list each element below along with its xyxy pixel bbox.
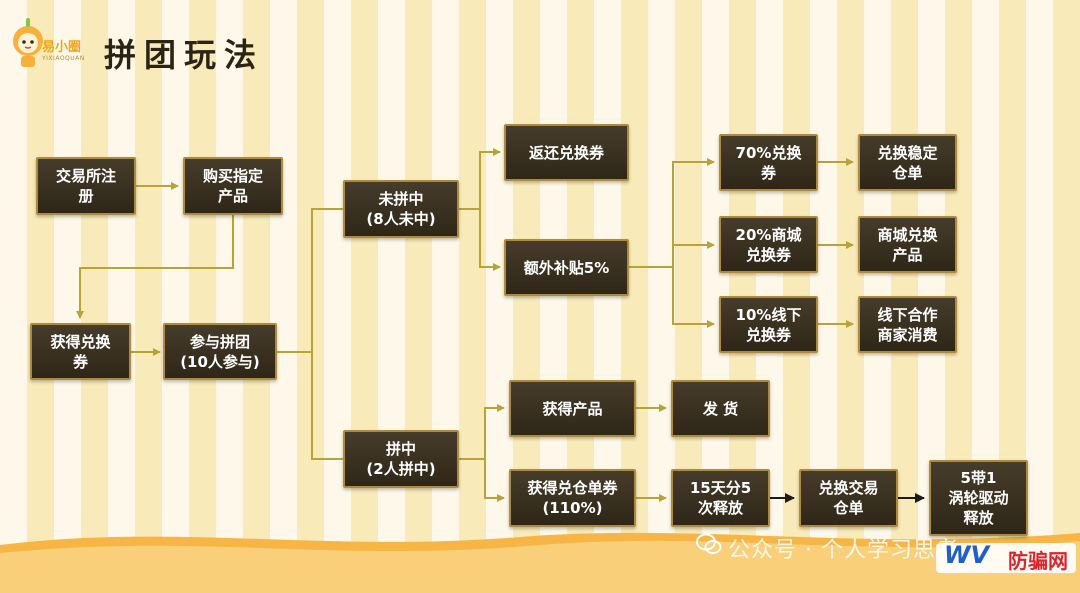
edge-lose-subsidy (479, 209, 501, 271)
node-release: 15天分5 次释放 (671, 469, 770, 527)
wechat-icon (696, 533, 722, 554)
bottom-wave (0, 532, 1080, 593)
node-exchange-warehouse: 兑换交易 仓单 (799, 469, 898, 527)
node-turbo-release: 5带1 涡轮驱动 释放 (929, 460, 1028, 536)
node-not-selected: 未拼中 (8人未中) (343, 180, 459, 238)
watermark-text: 公众号 · 个人学习思考 (728, 538, 959, 563)
edge-subsidy-p70 (672, 158, 715, 267)
brand-subtitle: YIXIAOQUAN (42, 55, 85, 62)
node-10-percent: 10%线下 兑换券 (719, 296, 818, 353)
badge-logo: WV (944, 541, 990, 569)
edge-win-product (484, 404, 505, 459)
node-join-group: 参与拼团 (10人参与) (163, 323, 277, 380)
brand-name: 易小圈 (42, 40, 82, 55)
mascot-icon (13, 18, 43, 67)
node-refund-voucher: 返还兑换券 (504, 124, 629, 181)
node-70-result: 兑换稳定 仓单 (858, 134, 957, 191)
node-warehouse-voucher: 获得兑仓单券 (110%) (509, 469, 636, 527)
node-register: 交易所注 册 (36, 157, 136, 215)
node-get-voucher: 获得兑换 券 (30, 323, 131, 380)
brand-logo (8, 14, 100, 70)
edge-branch-win (311, 352, 342, 459)
edge-subsidy-p10 (672, 267, 715, 328)
node-70-percent: 70%兑换 券 (719, 134, 818, 191)
edge-win-warehouse (484, 459, 505, 502)
page-title: 拼团玩法 (104, 36, 265, 74)
node-selected: 拼中 (2人拼中) (343, 430, 459, 488)
edge-lose-refund (479, 148, 501, 209)
node-get-product: 获得产品 (509, 380, 636, 437)
node-20-percent: 20%商城 兑换券 (719, 216, 818, 273)
edge-branch-lose (311, 209, 342, 352)
badge-background (936, 543, 1076, 573)
badge-text: 防骗网 (1008, 549, 1068, 573)
node-20-result: 商城兑换 产品 (858, 216, 957, 273)
node-buy-product: 购买指定 产品 (183, 157, 283, 215)
node-extra-subsidy: 额外补贴5% (504, 239, 629, 296)
watermark: 公众号 · 个人学习思考 (728, 532, 959, 564)
node-10-result: 线下合作 商家消费 (858, 296, 957, 353)
node-ship: 发 货 (671, 380, 770, 437)
edge-buy-get-voucher (76, 215, 234, 319)
